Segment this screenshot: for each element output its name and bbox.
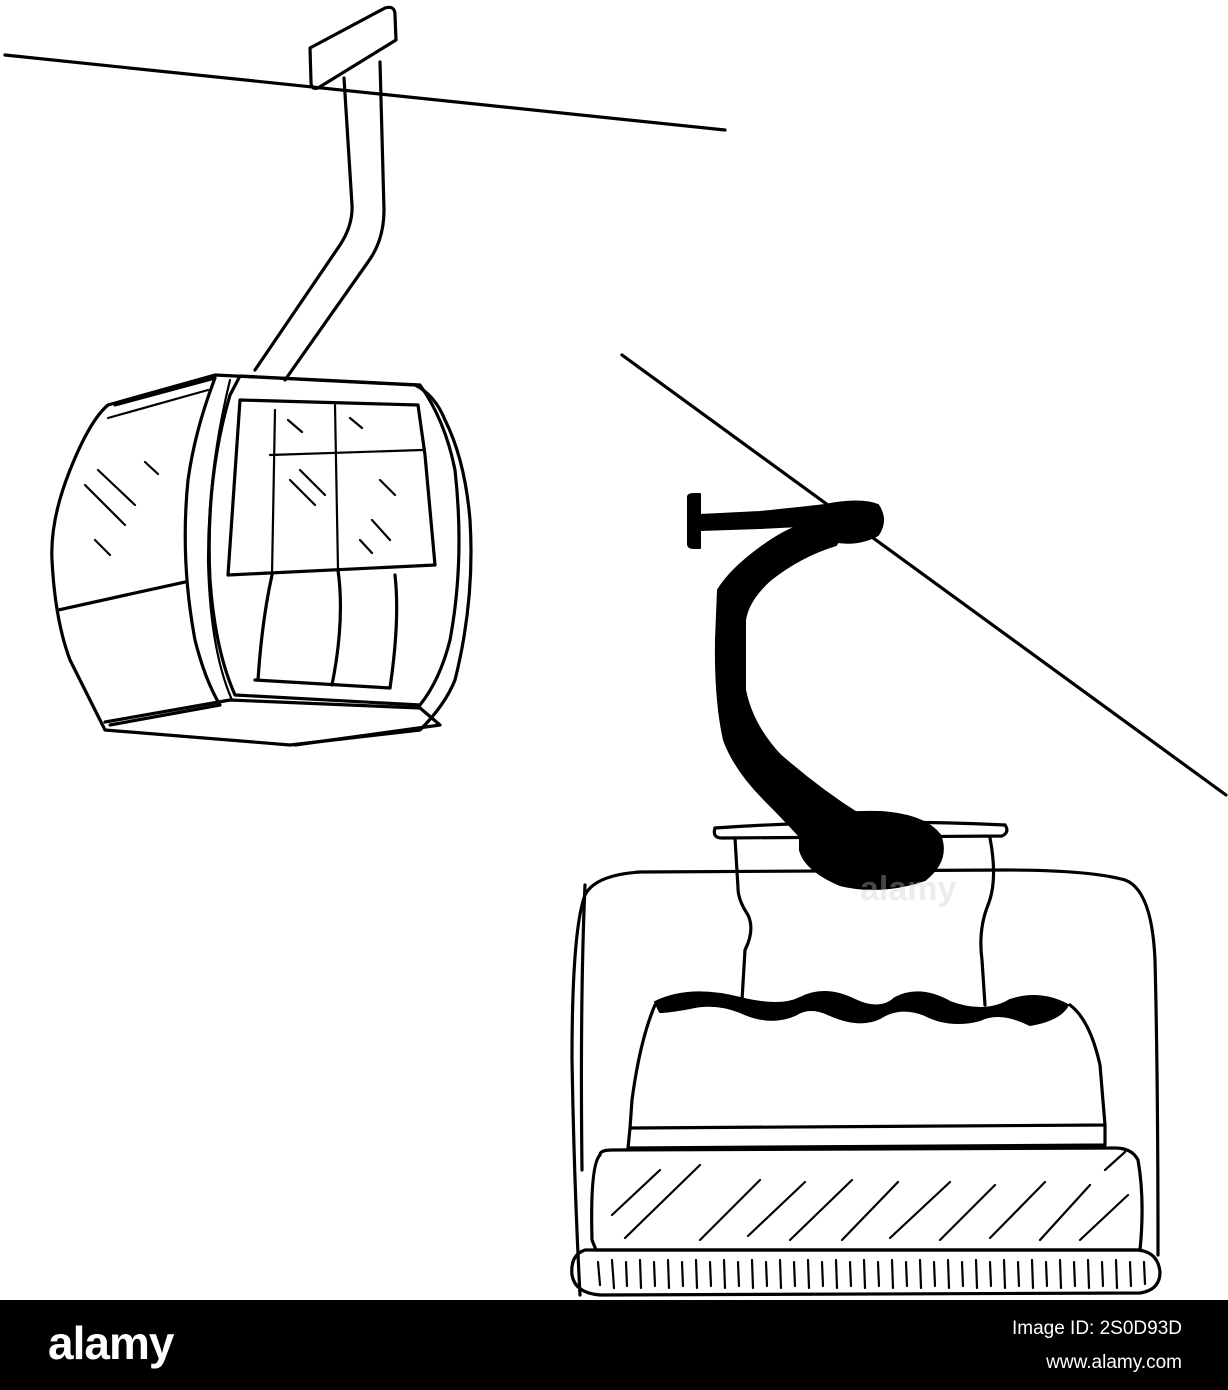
site-url-link[interactable]: www.alamy.com <box>1046 1352 1182 1373</box>
gondola-window <box>226 398 437 577</box>
footer-bar: alamy Image ID: 2S0D93D www.alamy.com <box>0 1300 1228 1390</box>
gondola-hanger <box>253 60 386 382</box>
image-id-label: Image ID: 2S0D93D <box>1011 1318 1182 1339</box>
gondola-cable <box>3 53 727 132</box>
gondola-shell <box>50 373 473 747</box>
chairlift-frame <box>570 868 1160 1297</box>
chairlift-footrest <box>570 1248 1162 1297</box>
gondola-grip <box>308 5 398 90</box>
watermark: alamy <box>860 870 956 908</box>
chairlift-top-bar <box>713 820 1007 830</box>
gondola-cabin <box>3 5 727 747</box>
alamy-logo[interactable]: alamy <box>48 1317 174 1369</box>
chairlift-chair <box>570 353 1228 1297</box>
illustration: alamy <box>3 5 1228 1297</box>
chairlift-seat-cushion <box>590 1146 1144 1252</box>
chairlift-cable <box>620 353 1228 797</box>
